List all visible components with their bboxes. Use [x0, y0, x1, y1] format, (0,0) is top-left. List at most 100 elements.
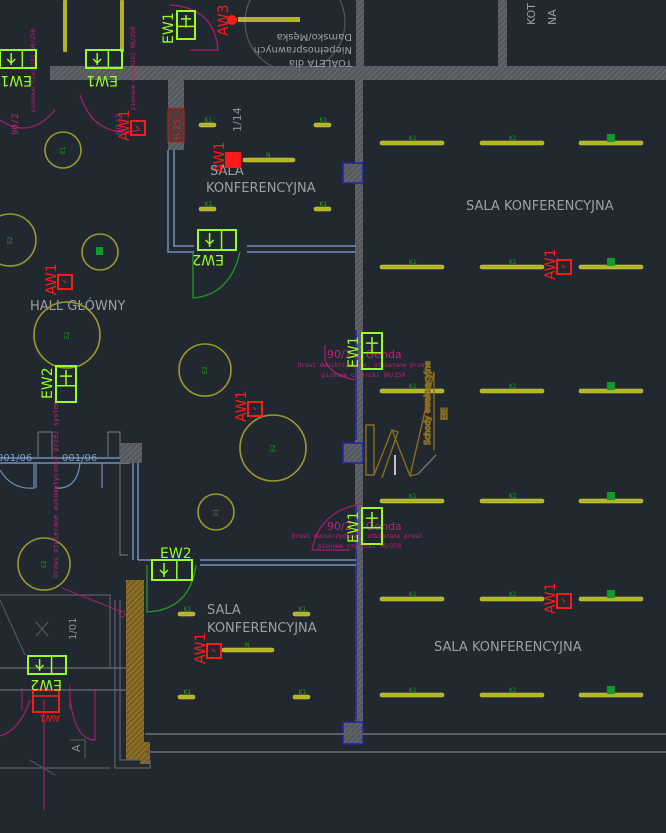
door-number-2: 001/06: [62, 453, 97, 464]
luminaire-bar: [479, 596, 545, 602]
downlight-circle: [17, 537, 71, 591]
downlight-circle: [197, 493, 235, 531]
stair-code: EIE: [440, 408, 449, 420]
luminaire-bar: [379, 264, 445, 270]
room-label-sala-top-left-2: KONFERENCYJNA: [206, 181, 316, 196]
vertical-note-4: pionowe czujniki 90/250: [30, 29, 37, 112]
aw-fixture-mark: [230, 157, 235, 162]
luminaire-square-marker: [607, 686, 615, 694]
luminaire-tag: K1: [320, 117, 328, 124]
ew-label: EW1: [0, 72, 32, 88]
ew-label: EW1: [161, 12, 177, 44]
luminaire-bar: [198, 122, 217, 128]
vertical-note-2: 90/2: [115, 113, 125, 135]
luminaire-bar: [177, 611, 196, 617]
door-note-line1-1: Drzwi dwuskrzydłowe, otwierane przez: [298, 362, 428, 369]
luminaire-bar: [313, 206, 332, 212]
aw3-fixture: [227, 15, 237, 25]
downlight-circle: [81, 233, 119, 271]
luminaire-tag: K1: [509, 135, 517, 142]
downlight-circle: [33, 301, 101, 369]
door-number-1: 001/06: [0, 453, 32, 464]
luminaire-tag: K1: [409, 135, 417, 142]
luminaire-tag: K1: [409, 259, 417, 266]
ew-label: EW2: [160, 546, 192, 562]
wall-main-vertical: [355, 80, 363, 740]
luminaire-tag: N: [266, 152, 271, 159]
luminaire-bar: [479, 140, 545, 146]
luminaire-tag: K1: [299, 606, 307, 613]
room-label-toilet-2: Niepełnosprawnych: [254, 44, 352, 55]
downlight-circle: [44, 131, 82, 169]
aw3-luminaire-bar: [238, 17, 300, 22]
luminaire-bar-vertical: [120, 0, 124, 52]
wall-corner-room: [498, 0, 507, 70]
ew-sign-box: [361, 332, 383, 370]
ew-sign-box: [85, 49, 123, 69]
luminaire-square-marker: [607, 258, 615, 266]
luminaire-tag: K1: [509, 591, 517, 598]
downlight-tag: E2: [270, 444, 277, 452]
luminaire-bar: [379, 692, 445, 698]
annotations: 90/2 90/2 pionowe czujniki 90/250 pionow…: [0, 4, 428, 810]
luminaire-tag: K1: [509, 259, 517, 266]
luminaire-tag: K1: [205, 117, 213, 124]
ew-sign-box: [27, 655, 67, 675]
column-2: [342, 442, 364, 464]
vertical-note-1: 90/2: [11, 113, 21, 135]
luminaire-tag: K1: [409, 383, 417, 390]
luminaire-square-marker: [607, 382, 615, 390]
room-labels: SALA KONFERENCYJNA SALA KONFERENCYJNA HA…: [0, 3, 614, 655]
wall-top: [50, 66, 666, 80]
door-note-line1-2: Drzwi dwuskrzydłowe, otwierane przez: [292, 533, 422, 540]
door-note-line2-2: pionowe czujniki 90/250: [318, 543, 401, 550]
aw-fixture-box: [206, 643, 222, 659]
luminaire-bar: [379, 498, 445, 504]
aw-label: AW1: [212, 141, 228, 173]
exit-arrow-icon: [6, 53, 16, 65]
luminaire-square-marker: [607, 492, 615, 500]
luminaire-bar: [292, 611, 311, 617]
downlight-tag: E1: [60, 146, 67, 154]
luminaire-tag: K1: [509, 383, 517, 390]
luminaire-bar: [177, 694, 196, 700]
aw-fixture-mark: [252, 406, 257, 411]
downlight-circle: [178, 343, 232, 397]
aw-fixture-box: [247, 401, 263, 417]
luminaire-bar: [479, 388, 545, 394]
hydrant-box: [167, 107, 185, 143]
luminaire-tag: K1: [205, 201, 213, 208]
downlight-square-marker: [96, 247, 103, 255]
ew-sign-box: [197, 229, 237, 251]
downlight-tag: E1: [213, 508, 220, 516]
door-swing-aw3: [169, 4, 219, 51]
luminaire-bar: [379, 140, 445, 146]
room-label-sala-right-bottom: SALA KONFERENCYJNA: [434, 640, 582, 655]
section-marker: A: [70, 744, 83, 752]
aw-fixture-mark: [561, 264, 566, 269]
exit-arrow-icon: [60, 370, 72, 387]
ew-label: EW1: [86, 72, 118, 88]
hydrant-tag: H 25: [173, 119, 183, 140]
luminaire-tag: K1: [409, 591, 417, 598]
ew-sign-box: [176, 10, 196, 40]
luminaire-tag: K1: [184, 606, 192, 613]
luminaire-bar: [379, 388, 445, 394]
ew-sign-box: [151, 559, 193, 581]
cross-marker: [35, 621, 49, 637]
downlight-tag: E2: [41, 560, 48, 568]
aw-label: AW1: [543, 248, 559, 280]
aw-fixture-box-bottom: [32, 689, 60, 713]
exit-arrow-icon: [205, 233, 215, 247]
door-swing-ew2-top: [192, 251, 241, 299]
ew-sign-box: [0, 49, 37, 69]
room-number-114: 1/14: [231, 107, 244, 132]
vertical-note-3: pionowe czujniki 90/250: [130, 27, 137, 110]
exit-arrow-icon: [181, 15, 191, 28]
aw-fixture-mark: [561, 598, 566, 603]
luminaire-bar: [379, 596, 445, 602]
aw-fixture-box: [57, 274, 73, 290]
